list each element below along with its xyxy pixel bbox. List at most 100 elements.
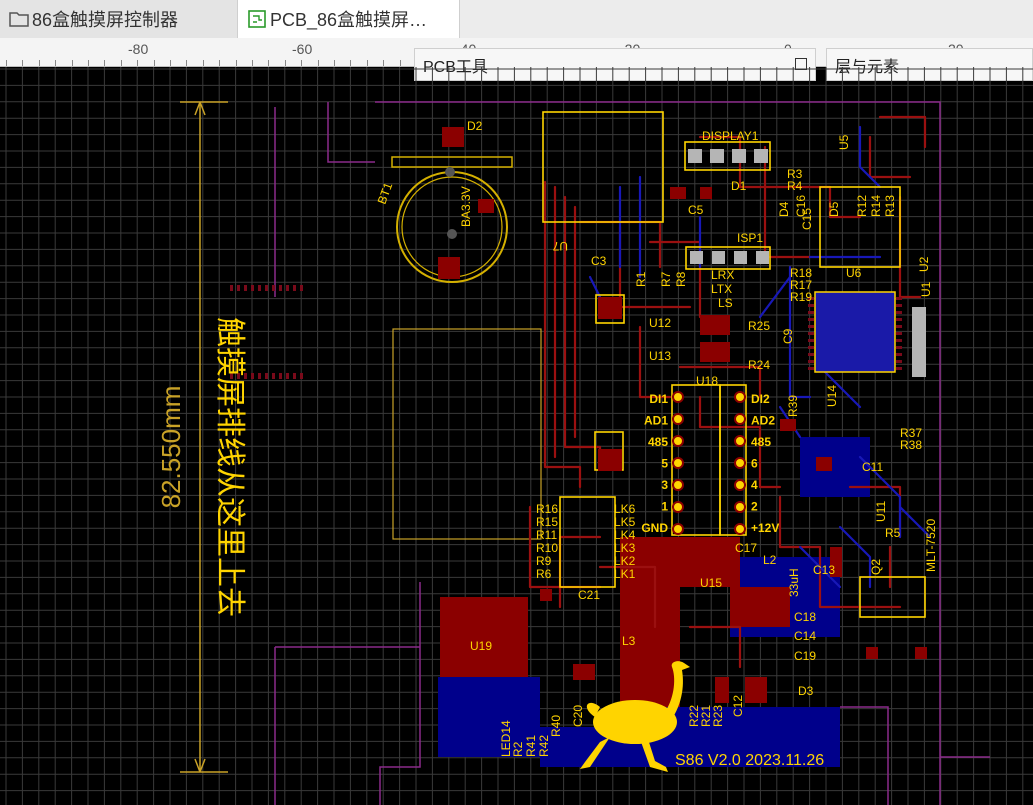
pin-label: 2: [751, 500, 758, 514]
designator-label: R41: [524, 735, 538, 757]
ic-pin: [808, 360, 814, 363]
ruler-tick: [71, 60, 73, 66]
ruler-tick: [88, 60, 89, 66]
ic-pin: [230, 373, 233, 379]
ic-pin: [293, 373, 296, 379]
designator-label: ISP1: [737, 231, 763, 245]
inductor-value: 33uH: [787, 568, 801, 597]
ic-pin: [808, 304, 814, 307]
ruler-tick: [38, 60, 40, 66]
designator-label: U6: [846, 266, 862, 280]
designator-label: R11: [536, 528, 557, 542]
layers-panel-header[interactable]: 层与元素: [826, 48, 1033, 81]
ic-pin: [808, 325, 814, 328]
ruler-tick: [366, 60, 368, 66]
designator-label: R24: [748, 358, 770, 372]
touch-area-outline: [392, 328, 542, 540]
designator-label: C19: [794, 649, 816, 663]
designator-label: R2: [511, 741, 525, 757]
pin-label: +12V: [751, 521, 779, 535]
ruler-tick: [104, 60, 106, 66]
designator-label: D4: [777, 201, 791, 217]
ruler-tick: [22, 60, 24, 66]
ic-pin: [244, 285, 247, 291]
ic-pin: [265, 373, 268, 379]
ruler-tick: [6, 60, 7, 66]
ic-pin: [293, 285, 296, 291]
designator-label: C21: [578, 588, 600, 602]
designator-label: U12: [649, 316, 671, 330]
designator-label: R23: [711, 705, 725, 727]
ic-pin: [237, 285, 240, 291]
ostrich-logo: [580, 661, 690, 772]
ic-pin: [896, 325, 902, 328]
designator-label: C11: [862, 460, 883, 474]
ic-pin: [896, 297, 902, 300]
designator-label: C5: [688, 203, 704, 217]
designator-label: LS: [718, 296, 733, 310]
designator-label: R6: [536, 567, 552, 581]
designator-label: R7: [659, 271, 673, 287]
pcb-canvas[interactable]: 82.550mm 触摸屏排线从这里上去 S86 V2.0 2023.11.26 …: [0, 67, 1033, 805]
designator-label: R17: [790, 278, 812, 292]
designator-label: R1: [634, 271, 648, 287]
ic-pin: [896, 353, 902, 356]
cable-note: 触摸屏排线从这里上去: [213, 317, 246, 617]
pcb-tools-title: PCB工具: [423, 58, 488, 76]
designator-label: R13: [883, 195, 897, 217]
pin-label: 485: [751, 435, 771, 449]
designator-label: R37: [900, 426, 922, 440]
designator-label: U5: [837, 134, 851, 150]
ic-pin: [808, 311, 814, 314]
tab-project-label: 86盒触摸屏控制器: [32, 10, 179, 30]
ruler-tick: [301, 60, 303, 66]
designator-label: Q2: [869, 559, 883, 575]
dimension-line: [180, 101, 228, 773]
pin-label: GND: [641, 521, 668, 535]
designator-label: U15: [700, 576, 722, 590]
designator-label: C14: [794, 629, 816, 643]
ic-pin: [808, 339, 814, 342]
tab-pcb[interactable]: PCB_86盒触摸屏…: [238, 0, 460, 38]
dimension-label: 82.550mm: [156, 386, 186, 509]
ruler-tick: [399, 60, 401, 66]
designator-label: D3: [798, 684, 814, 698]
ic-pin: [258, 373, 261, 379]
designator-label: C17: [735, 541, 757, 555]
ic-pin: [286, 373, 289, 379]
ruler-tick: [268, 60, 270, 66]
ruler-tick: [137, 60, 139, 66]
document-tab-bar: 86盒触摸屏控制器 PCB_86盒触摸屏…: [0, 0, 1033, 39]
part-number: MLT-7520: [924, 519, 938, 572]
board-version: S86 V2.0 2023.11.26: [675, 752, 824, 769]
ic-pin: [808, 346, 814, 349]
ic-pin: [300, 373, 303, 379]
ic-pin: [279, 285, 282, 291]
tab-project[interactable]: 86盒触摸屏控制器: [0, 0, 238, 38]
designator-label: U11: [874, 501, 888, 522]
designator-label: R14: [869, 195, 883, 217]
ic-pin: [808, 353, 814, 356]
designator-label: C9: [781, 328, 795, 344]
designator-label: C20: [571, 705, 585, 727]
designator-label: R19: [790, 290, 812, 304]
ic-pin: [896, 360, 902, 363]
designator-label: DISPLAY1: [702, 129, 759, 143]
ruler-tick: [186, 60, 188, 66]
tab-pcb-label: PCB_86盒触摸屏…: [270, 10, 428, 30]
ic-pin: [265, 285, 268, 291]
designator-label: LK2: [614, 554, 636, 568]
top-copper-pour: [440, 537, 790, 707]
designator-label: LK1: [614, 567, 636, 581]
ruler-tick: [55, 60, 57, 66]
designator-label: D1: [731, 179, 747, 193]
designator-label: R16: [536, 502, 558, 516]
designator-label: R15: [536, 515, 558, 529]
pcb-tools-panel-header[interactable]: PCB工具: [414, 48, 816, 81]
designator-label: R39: [786, 395, 800, 417]
designator-label: U7: [552, 239, 568, 253]
pin-label: DI2: [751, 392, 770, 406]
ruler-tick: [153, 60, 155, 66]
ic-pin: [896, 339, 902, 342]
